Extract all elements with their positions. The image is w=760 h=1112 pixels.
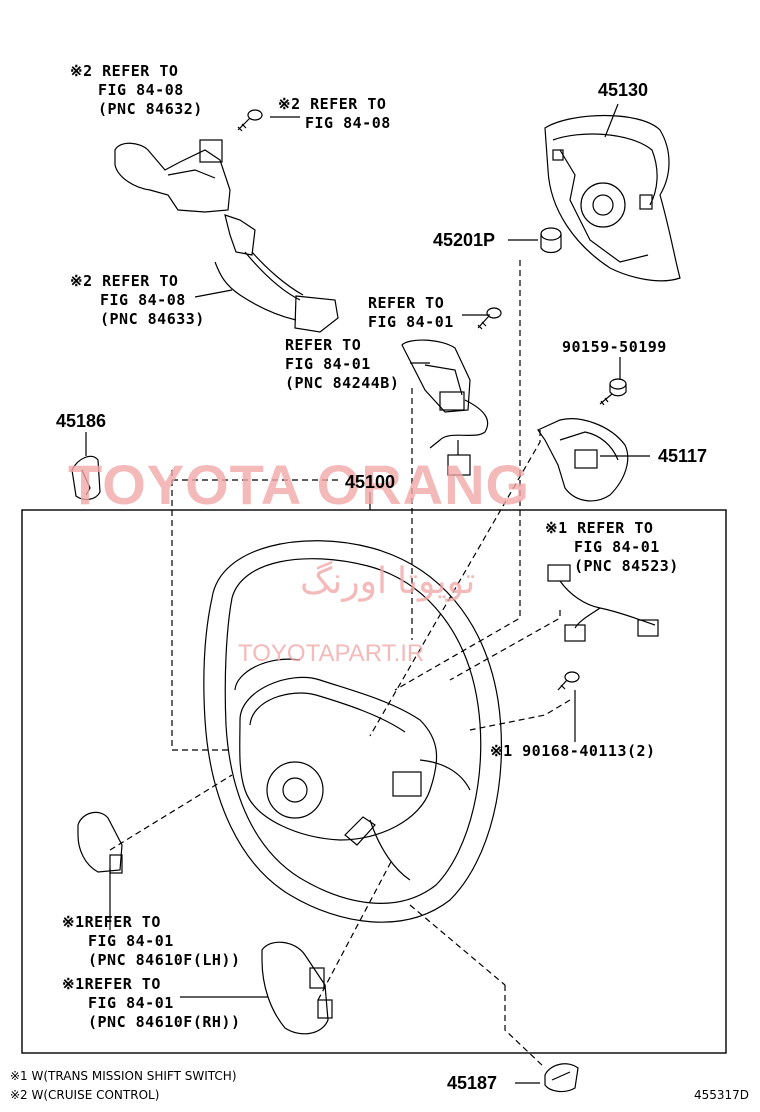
ref-line[interactable]: REFER TO — [368, 294, 445, 312]
part-45130[interactable]: 45130 — [598, 80, 649, 100]
airbag-cover-45130[interactable] — [544, 114, 681, 282]
assembly-frame — [21, 509, 727, 1054]
ref-line[interactable]: FIG 84-08 — [98, 81, 184, 99]
lid-45186[interactable] — [71, 455, 101, 501]
ref-line[interactable]: FIG 84-01 — [574, 538, 660, 556]
paddle-switch-lh[interactable] — [77, 811, 123, 874]
ref-line[interactable]: (PNC 84632) — [98, 100, 203, 118]
part-45201p[interactable]: 45201P — [433, 230, 496, 250]
screw-90168[interactable] — [557, 671, 580, 691]
shift-switch-wire[interactable] — [547, 564, 659, 642]
ref-line[interactable]: (PNC 84523) — [574, 557, 679, 575]
ref-line[interactable]: ※2 REFER TO — [70, 62, 179, 80]
ref-line[interactable]: (PNC 84633) — [100, 310, 205, 328]
ref-line[interactable]: FIG 84-01 — [285, 355, 371, 373]
dashed-leaders — [109, 260, 571, 1069]
part-45117[interactable]: 45117 — [658, 446, 708, 466]
ref-line[interactable]: FIG 84-01 — [88, 932, 174, 950]
part-90159-50199[interactable]: 90159-50199 — [562, 338, 667, 356]
part-45100[interactable]: 45100 — [345, 472, 396, 492]
ref-line[interactable]: (PNC 84244B) — [285, 374, 400, 392]
footnote-2: ※2 W(CRUISE CONTROL) — [10, 1088, 160, 1102]
ref-line[interactable]: FIG 84-08 — [305, 114, 391, 132]
cruise-control-switch[interactable] — [114, 139, 339, 333]
ref-line[interactable]: ※2 REFER TO — [70, 272, 179, 290]
ref-line[interactable]: REFER TO — [285, 336, 362, 354]
lower-cover-45117[interactable] — [537, 418, 629, 502]
bolt-mid[interactable] — [477, 307, 502, 330]
part-45187[interactable]: 45187 — [447, 1073, 498, 1093]
ref-line[interactable]: FIG 84-08 — [100, 291, 186, 309]
ref-line[interactable]: (PNC 84610F(LH)) — [88, 951, 241, 969]
ref-line[interactable]: ※1 REFER TO — [545, 519, 654, 537]
screw-top[interactable] — [237, 109, 263, 132]
paddle-switch-rh[interactable] — [261, 941, 333, 1035]
ref-line[interactable]: FIG 84-01 — [368, 313, 454, 331]
bolt-90159[interactable] — [599, 378, 627, 406]
ref-line[interactable]: (PNC 84610F(RH)) — [88, 1013, 241, 1031]
solid-leaders — [85, 103, 650, 1084]
ref-line[interactable]: FIG 84-01 — [88, 994, 174, 1012]
part-45186[interactable]: 45186 — [56, 411, 107, 431]
ref-line[interactable]: ※1REFER TO — [62, 913, 161, 931]
steering-pad-switch[interactable] — [401, 339, 489, 476]
footnote-1: ※1 W(TRANS MISSION SHIFT SWITCH) — [10, 1069, 237, 1083]
nut-45201p[interactable] — [540, 227, 562, 254]
part-90168-40113[interactable]: ※1 90168-40113(2) — [490, 742, 656, 760]
diagram-id: 455317D — [694, 1088, 750, 1102]
ref-line[interactable]: ※1REFER TO — [62, 975, 161, 993]
steering-wheel[interactable] — [203, 540, 503, 923]
lid-45187[interactable] — [544, 1063, 579, 1093]
ref-line[interactable]: ※2 REFER TO — [278, 95, 387, 113]
